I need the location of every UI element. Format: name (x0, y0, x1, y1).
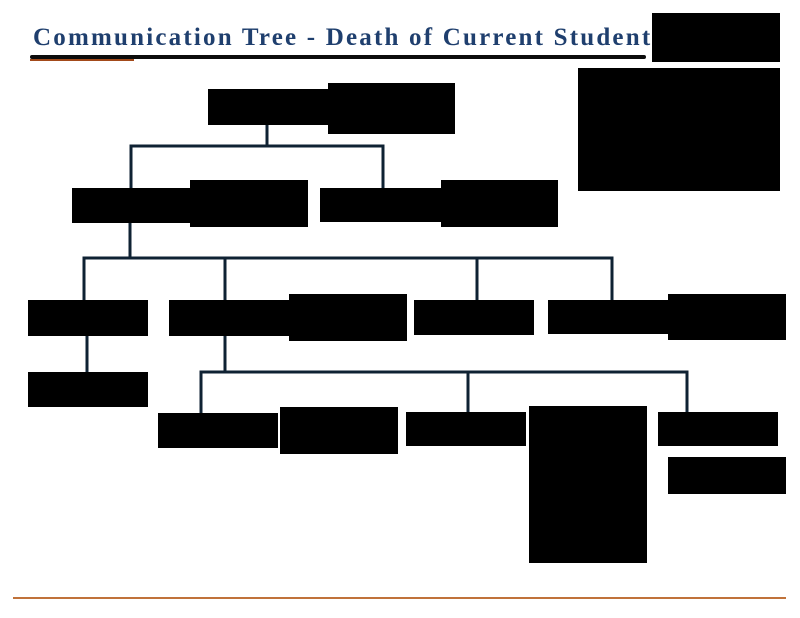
tree-node-level1-right (320, 188, 446, 222)
tree-node-level3-d (658, 412, 778, 446)
tree-node-level1-right-detail (441, 180, 558, 227)
notes-box (578, 68, 780, 191)
footer-rule (13, 597, 786, 599)
tree-node-level2-d (548, 300, 672, 334)
tree-node-level3-c-detail (529, 406, 647, 563)
page-title: Communication Tree - Death of Current St… (33, 24, 653, 51)
title-underline-accent (30, 59, 134, 61)
tree-node-level3-b (158, 413, 278, 448)
tree-node-level2-b-detail (289, 294, 407, 341)
title-underline (30, 55, 646, 59)
tree-node-level1-left (72, 188, 198, 223)
tree-node-level2-d-detail (668, 294, 786, 340)
tree-node-level2-b (169, 300, 293, 336)
tree-node-level3-d-detail (668, 457, 786, 494)
tree-node-level3-a (28, 372, 148, 407)
tree-node-level3-b-detail (280, 407, 398, 454)
tree-node-root-detail (328, 83, 455, 134)
tree-node-level2-a (28, 300, 148, 336)
tree-node-level1-left-detail (190, 180, 308, 227)
tree-node-level3-c (406, 412, 526, 446)
tree-node-level2-c (414, 300, 534, 335)
corner-label-box (652, 13, 780, 62)
tree-node-root (208, 89, 336, 125)
